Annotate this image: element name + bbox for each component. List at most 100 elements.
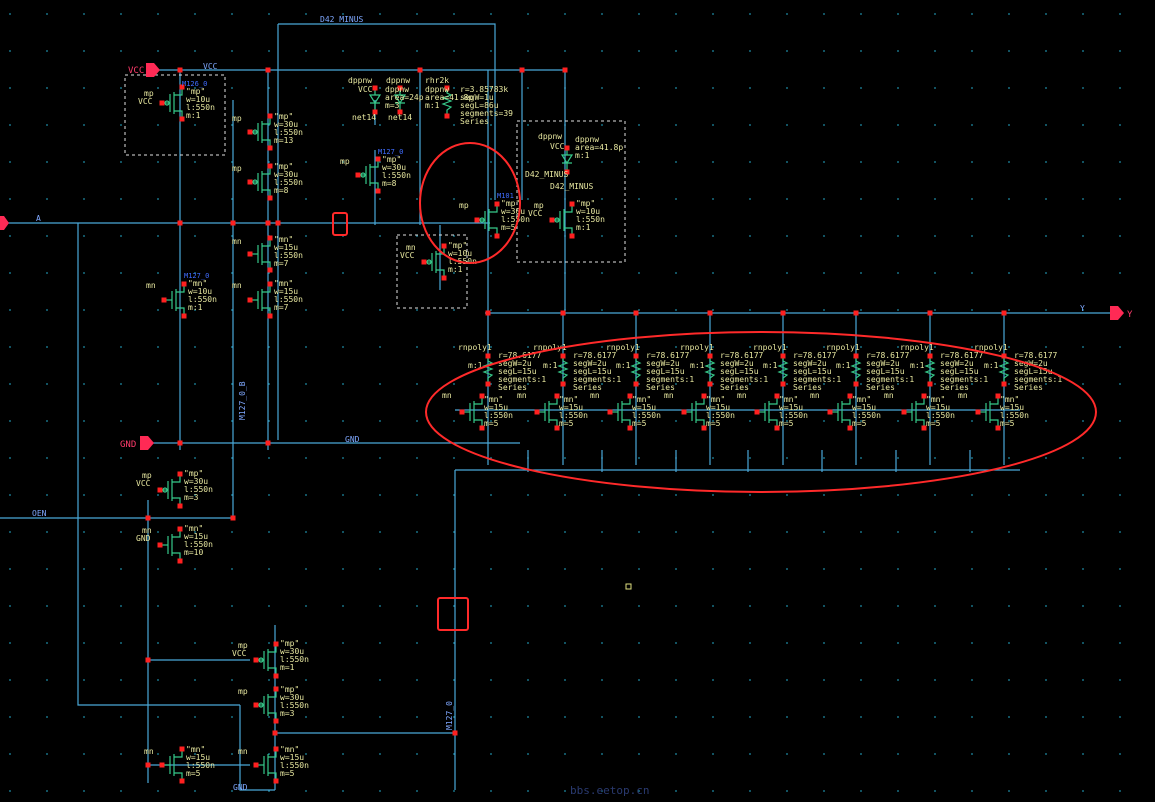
resistor-param: segL=15u <box>646 367 685 376</box>
grid-dot <box>268 605 270 607</box>
nmos-left[interactable] <box>164 284 185 316</box>
output-nmos[interactable] <box>830 396 851 428</box>
output-resistor[interactable] <box>704 356 716 384</box>
grid-dot <box>1119 716 1121 718</box>
grid-dot <box>157 790 159 792</box>
grid-dot <box>379 309 381 311</box>
grid-dot <box>971 50 973 52</box>
net-labels: D42_MINUS VCC A GND OEN Y GND M127_0_B M… <box>32 15 1085 792</box>
net-node <box>265 67 271 73</box>
output-resistor[interactable] <box>850 356 862 384</box>
grid-dot <box>786 494 788 496</box>
output-nmos[interactable] <box>610 396 631 428</box>
grid-dot <box>194 50 196 52</box>
grid-dot <box>157 383 159 385</box>
net-node <box>827 409 833 415</box>
grid-dot <box>823 679 825 681</box>
pmos-gate-device[interactable] <box>162 87 183 119</box>
grid-dot <box>749 790 751 792</box>
device-param: "mn" <box>186 745 205 754</box>
grid-dot <box>157 642 159 644</box>
grid-dot <box>675 235 677 237</box>
pmos-bottom3[interactable] <box>256 689 277 721</box>
pmos-stack1[interactable] <box>250 116 271 148</box>
grid-dot <box>83 309 85 311</box>
pmos-bottom1[interactable] <box>160 474 181 506</box>
device-param: "mp" <box>280 639 299 648</box>
grid-dot <box>934 605 936 607</box>
device-param: l:550n <box>184 540 213 549</box>
grid-dot <box>83 50 85 52</box>
net-node <box>1001 310 1007 316</box>
diode-esd[interactable] <box>560 148 574 172</box>
grid-dot <box>1045 235 1047 237</box>
nmos-stack1[interactable] <box>250 238 271 270</box>
output-nmos[interactable] <box>757 396 778 428</box>
output-resistor[interactable] <box>924 356 936 384</box>
a-net-label: A <box>36 214 41 223</box>
pmos-circled[interactable] <box>477 204 498 236</box>
net-node <box>177 67 183 73</box>
a-pin[interactable] <box>0 216 9 230</box>
output-resistor[interactable] <box>777 356 789 384</box>
grid-dot <box>601 198 603 200</box>
diode-dpp1[interactable] <box>368 88 382 112</box>
pmos-small[interactable] <box>424 246 445 278</box>
device-type: mp <box>459 201 469 210</box>
net-node <box>265 220 271 226</box>
device-type: mp <box>534 201 544 210</box>
net-node <box>230 220 236 226</box>
device-type: mn <box>517 391 527 400</box>
net-node <box>247 179 253 185</box>
grid-dot <box>342 679 344 681</box>
grid-dot <box>971 457 973 459</box>
device-param: m=3 <box>280 709 295 718</box>
output-nmos[interactable] <box>684 396 705 428</box>
gnd-pin[interactable] <box>140 436 154 450</box>
output-nmos[interactable] <box>537 396 558 428</box>
grid-dot <box>934 161 936 163</box>
nmos-bottom3[interactable] <box>256 749 277 781</box>
output-resistor[interactable] <box>998 356 1010 384</box>
grid-dot <box>1082 753 1084 755</box>
output-resistor[interactable] <box>557 356 569 384</box>
pmos-right[interactable] <box>552 204 573 236</box>
y-pin[interactable] <box>1110 306 1124 320</box>
resistor-param: segW=1u <box>460 93 494 102</box>
resistor-rhr[interactable] <box>441 88 453 116</box>
resistor-type: rnpoly1 <box>900 343 934 352</box>
pmos-stack2[interactable] <box>250 166 271 198</box>
device-param: m=5 <box>1000 419 1015 428</box>
output-resistor[interactable] <box>482 356 494 384</box>
grid-dot <box>897 383 899 385</box>
nmos-stack2[interactable] <box>250 284 271 316</box>
grid-dot <box>416 420 418 422</box>
grid-dot <box>1082 790 1084 792</box>
nmos-bottom2[interactable] <box>162 749 183 781</box>
grid-dot <box>601 568 603 570</box>
nmos-bottom1[interactable] <box>160 529 181 561</box>
vcc-pin[interactable] <box>146 63 160 77</box>
grid-dot <box>194 642 196 644</box>
output-nmos[interactable] <box>978 396 999 428</box>
output-resistor[interactable] <box>630 356 642 384</box>
device-param: w=10u <box>188 287 212 296</box>
grid-dot <box>83 642 85 644</box>
grid-dot <box>157 346 159 348</box>
device-type: mn <box>737 391 747 400</box>
output-nmos[interactable] <box>462 396 483 428</box>
device-net: VCC <box>136 479 151 488</box>
diode-dpp2[interactable] <box>393 88 407 112</box>
grid-dot <box>564 50 566 52</box>
grid-dot <box>601 50 603 52</box>
device-param: m=7 <box>274 259 289 268</box>
grid-dot <box>379 568 381 570</box>
resistor-param: r=78.6177 <box>793 351 837 360</box>
grid-dot <box>527 198 529 200</box>
grid-dot <box>490 679 492 681</box>
grid-dot <box>971 235 973 237</box>
pmos-bottom2[interactable] <box>256 644 277 676</box>
grid-dot <box>1082 235 1084 237</box>
output-nmos[interactable] <box>904 396 925 428</box>
